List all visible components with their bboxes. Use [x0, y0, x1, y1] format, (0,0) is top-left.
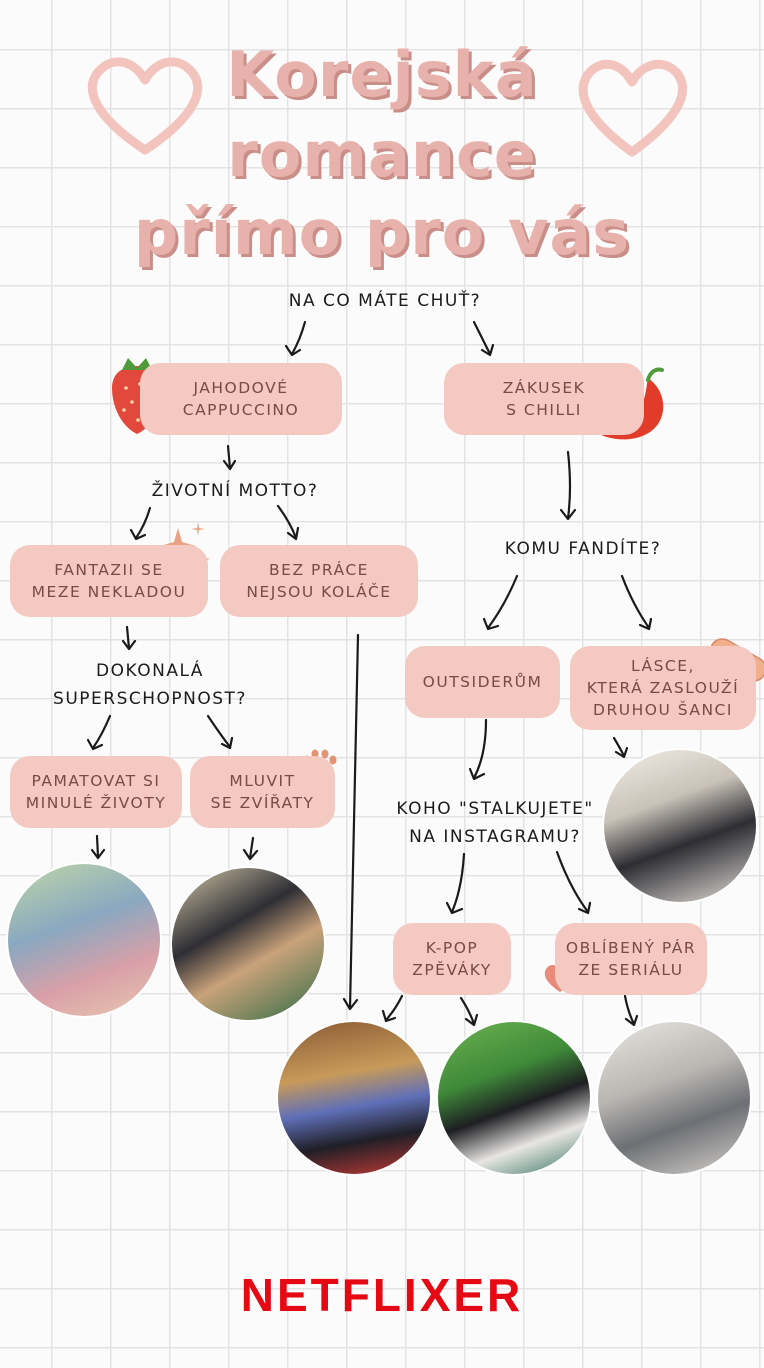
question-superpower-line2: SUPERSCHOPNOST? — [53, 689, 247, 709]
option-chili-dessert[interactable]: ZÁKUSEK S CHILLI — [444, 363, 644, 435]
option-strawberry-cappuccino[interactable]: JAHODOVÉ CAPPUCCINO — [140, 363, 342, 435]
option-label: ZE SERIÁLU — [578, 961, 684, 979]
option-underdogs[interactable]: OUTSIDERŮM — [405, 646, 560, 718]
result-photo-second-chance[interactable] — [602, 748, 758, 904]
option-label: OBLÍBENÝ PÁR — [565, 939, 697, 957]
option-label: ZÁKUSEK — [502, 379, 586, 397]
option-kpop-singers[interactable]: K-POP ZPĚVÁKY — [393, 923, 511, 995]
result-photo-talk-to-animals[interactable] — [170, 866, 326, 1022]
question-life-motto: ŽIVOTNÍ MOTTO? — [151, 481, 319, 501]
question-superpower-line1: DOKONALÁ — [96, 661, 204, 681]
question-instagram-line1: KOHO "STALKUJETE" — [396, 799, 594, 819]
option-label: ZPĚVÁKY — [412, 961, 492, 979]
option-label: BEZ PRÁCE — [269, 561, 369, 579]
option-fantasy[interactable]: FANTAZII SE MEZE NEKLADOU — [10, 545, 208, 617]
option-second-chance-love[interactable]: LÁSCE, KTERÁ ZASLOUŽÍ DRUHOU ŠANCI — [570, 646, 756, 730]
arrows — [86, 320, 653, 1027]
option-label: K-POP — [425, 939, 479, 957]
option-favorite-couple[interactable]: OBLÍBENÝ PÁR ZE SERIÁLU — [555, 923, 707, 995]
option-label: NEJSOU KOLÁČE — [246, 583, 392, 601]
heart-icon — [578, 59, 688, 157]
option-label: PAMATOVAT SI — [31, 772, 161, 790]
option-label: MEZE NEKLADOU — [31, 583, 187, 601]
option-label: MLUVIT — [229, 772, 296, 790]
title-line-3: přímo pro vás — [133, 196, 631, 269]
option-label: MINULÉ ŽIVOTY — [25, 794, 167, 812]
option-label: CAPPUCCINO — [182, 401, 300, 419]
result-photo-favorite-couple[interactable] — [596, 1020, 752, 1176]
option-label: OUTSIDERŮM — [422, 673, 543, 691]
title-line-1: Korejská — [226, 38, 538, 111]
heart-icon — [87, 57, 203, 155]
option-no-pain-no-gain[interactable]: BEZ PRÁCE NEJSOU KOLÁČE — [220, 545, 418, 617]
option-past-lives[interactable]: PAMATOVAT SI MINULÉ ŽIVOTY — [10, 756, 182, 828]
result-photo-kpop[interactable] — [436, 1020, 592, 1176]
option-talk-to-animals[interactable]: MLUVIT SE ZVÍŘATY — [190, 756, 335, 828]
option-label: FANTAZII SE — [54, 561, 164, 579]
result-photo-past-lives[interactable] — [6, 862, 162, 1018]
chili-icon — [592, 367, 664, 440]
option-label: LÁSCE, — [631, 657, 695, 675]
brand-logo[interactable]: NETFLIXER — [240, 1269, 524, 1321]
option-label: S CHILLI — [506, 401, 582, 419]
option-label: DRUHOU ŠANCI — [593, 701, 733, 719]
result-photo-no-pain-no-gain[interactable] — [276, 1020, 432, 1176]
option-label: SE ZVÍŘATY — [210, 794, 315, 812]
title-line-2: romance — [227, 118, 537, 191]
question-instagram-line2: NA INSTAGRAMU? — [409, 827, 581, 847]
option-label: JAHODOVÉ — [193, 379, 289, 397]
question-rooting-for: KOMU FANDÍTE? — [504, 539, 662, 559]
option-label: KTERÁ ZASLOUŽÍ — [586, 679, 740, 697]
question-craving: NA CO MÁTE CHUŤ? — [288, 291, 482, 311]
